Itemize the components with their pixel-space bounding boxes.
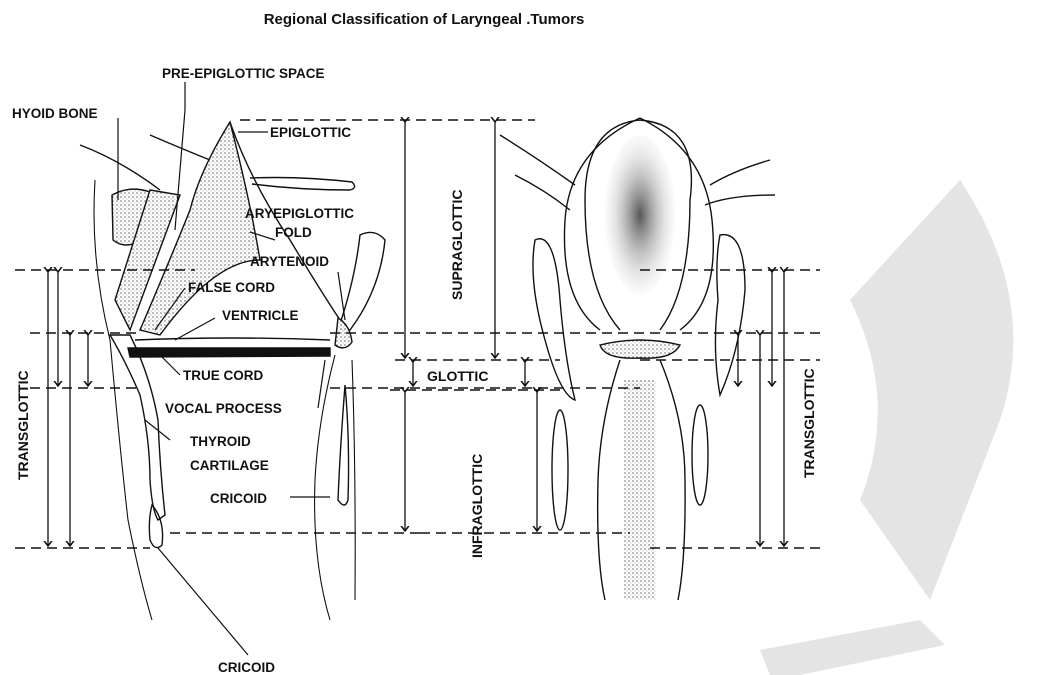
coronal-larynx [500, 118, 775, 600]
label-pre-epiglottic-space: PRE-EPIGLOTTIC SPACE [162, 66, 325, 81]
label-hyoid-bone: HYOID BONE [12, 106, 98, 121]
arytenoid-shape [338, 232, 385, 330]
label-cricoid-bottom: CRICOID [218, 660, 275, 675]
label-ventricle: VENTRICLE [222, 308, 299, 323]
watermark-shape-2 [760, 620, 945, 675]
label-arytenoid: ARYTENOID [250, 254, 329, 269]
label-fold: FOLD [275, 225, 312, 240]
label-supraglottic: SUPRAGLOTTIC [449, 190, 465, 300]
label-false-cord: FALSE CORD [188, 280, 275, 295]
label-glottic: GLOTTIC [427, 368, 488, 384]
label-true-cord: TRUE CORD [183, 368, 263, 383]
true-cord-shape [128, 348, 330, 357]
watermark-shape [850, 180, 1013, 600]
label-cricoid-mid: CRICOID [210, 491, 267, 506]
diagram-title: Regional Classification of Laryngeal .Tu… [264, 11, 585, 28]
label-epiglottic: EPIGLOTTIC [270, 125, 351, 140]
glottis-coronal [600, 340, 680, 358]
label-transglottic-left: TRANSGLOTTIC [15, 370, 31, 480]
label-vocal-process: VOCAL PROCESS [165, 401, 282, 416]
label-cartilage: CARTILAGE [190, 458, 269, 473]
label-aryepiglottic: ARYEPIGLOTTIC [245, 206, 354, 221]
label-transglottic-right: TRANSGLOTTIC [801, 368, 817, 478]
level-lines [15, 120, 820, 548]
label-infraglottic: INFRAGLOTTIC [469, 454, 485, 558]
label-thyroid: THYROID [190, 434, 251, 449]
